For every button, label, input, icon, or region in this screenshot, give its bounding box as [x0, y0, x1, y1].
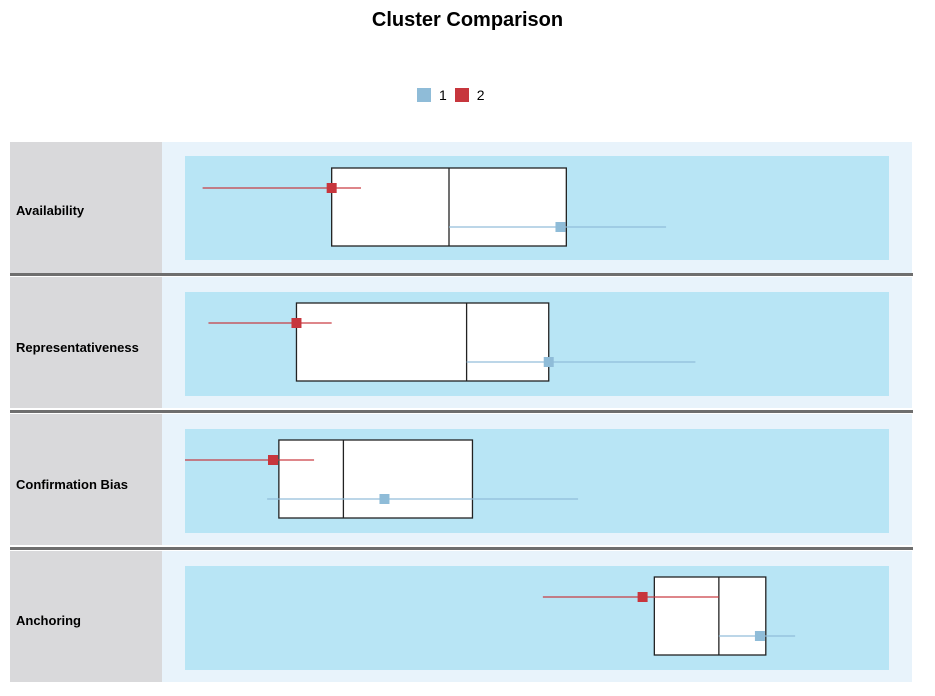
box-representativeness: [295, 302, 550, 382]
row-label-bg-availability: [10, 142, 162, 273]
row-separator: [10, 410, 913, 413]
legend: 1 2: [417, 85, 493, 105]
row-separator: [10, 547, 913, 550]
row-label-bg-confirmation-bias: [10, 414, 162, 545]
marker-series-2-representativeness: [291, 318, 302, 328]
row-separator: [10, 273, 913, 276]
marker-series-1-confirmation-bias: [379, 494, 390, 504]
row-label-bg-anchoring: [10, 551, 162, 682]
legend-item-1: 1: [417, 87, 447, 103]
marker-series-1-representativeness: [543, 357, 554, 367]
legend-item-2: 2: [454, 87, 485, 103]
row-label-confirmation-bias: Confirmation Bias: [16, 477, 128, 492]
legend-label-2: 2: [476, 87, 485, 103]
row-label-availability: Availability: [16, 203, 85, 218]
row-label-bg-representativeness: [10, 277, 162, 408]
legend-label-1: 1: [439, 87, 447, 103]
box-confirmation-bias: [278, 439, 474, 519]
row-plot-area-anchoring: [185, 566, 889, 670]
marker-series-2-availability: [326, 183, 337, 193]
legend-swatch-2: [454, 88, 469, 102]
marker-series-2-anchoring: [637, 592, 648, 602]
row-label-representativeness: Representativeness: [16, 340, 139, 355]
marker-series-1-availability: [555, 222, 566, 232]
row-label-anchoring: Anchoring: [16, 613, 81, 628]
chart-title: Cluster Comparison: [371, 9, 564, 31]
marker-series-2-confirmation-bias: [268, 455, 278, 465]
box-anchoring: [653, 576, 767, 656]
legend-swatch-1: [417, 88, 431, 102]
marker-series-1-anchoring: [754, 631, 765, 641]
